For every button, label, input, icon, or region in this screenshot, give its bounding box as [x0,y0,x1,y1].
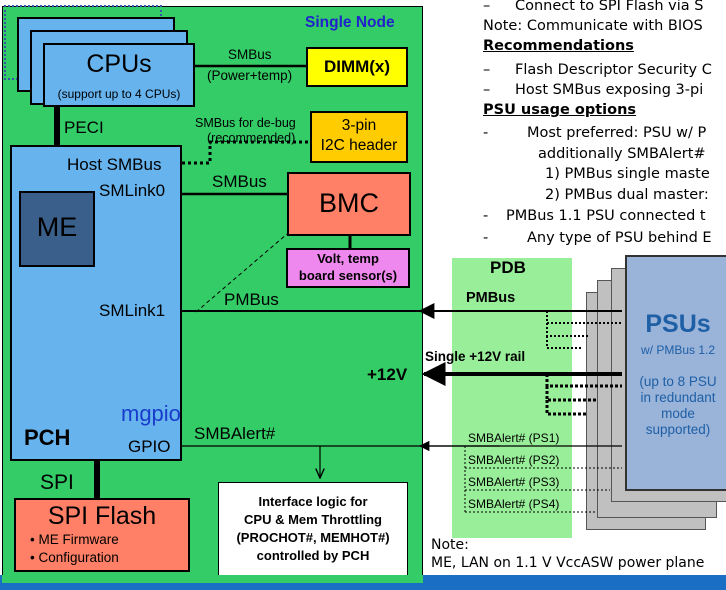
notes-bottom-2: ME, LAN on 1.1 V VccASW power plane [431,555,705,571]
cpus-box [43,43,195,107]
notes-psu-1: Most preferred: PSU w/ P [527,125,707,141]
notes-rec-1: Flash Descriptor Security C [515,62,712,78]
notes-dash-2: – [483,62,491,78]
notes-psu-1b: additionally SMBAlert# [538,146,706,162]
spi-flash-box [14,498,190,572]
pdb-alert-4: SMBAlert# (PS4) [468,497,560,511]
me-box [19,191,95,267]
pmbus-line-label: PMBus [224,290,279,309]
i2c-label-2: I2C header [320,137,398,154]
smbalert-line-label: SMBAlert# [194,424,276,443]
smbus-power-sublabel: (Power+temp) [207,68,293,83]
dimm-label: DIMM(x) [323,57,391,76]
notes-psu-2: PMBus 1.1 PSU connected t [506,208,706,224]
interface-line-1: Interface logic for [258,494,368,509]
rail-branch-2 [545,386,596,402]
notes-psu-1d: 2) PMBus dual master: [545,187,709,203]
smlink0-label: SMLink0 [99,181,166,200]
psu-front-box [625,255,726,491]
rail-branch-3 [545,400,586,416]
pmbus-branch-2 [546,323,590,337]
peci-label: PECI [64,118,104,137]
notes-bottom-1: Note: [431,537,469,553]
gpio-label: GPIO [128,437,171,456]
notes-heading-psu: PSU usage options [483,102,637,118]
psu-detail-2: in redundant [640,390,716,405]
pdb-title: PDB [490,258,526,277]
single-node-panel-bottom [2,575,423,583]
sensor-label-1: Volt, temp [317,251,379,266]
interface-line-2: CPU & Mem Throttling [244,512,382,527]
psu-detail-3: mode [661,406,695,421]
pmbus-branch-1 [546,311,622,324]
psu-detail-1: (up to 8 PSU [639,374,717,389]
notes-dash-5: - [483,208,489,224]
notes-rec-2: Host SMBus exposing 3-pi [515,82,704,98]
notes-dash-6: - [483,230,489,246]
dimm-box [306,47,408,87]
notes-line-2: Note: Communicate with BIOS [483,18,703,34]
spi-flash-item-2-text: Configuration [38,550,119,565]
single-node-title: Single Node [305,14,395,31]
smlink1-bmc-dashed [195,233,288,313]
notes-dash-3: – [483,82,491,98]
psu-title-text: PSUs [645,310,711,338]
i2c-header-box [310,111,408,163]
me-label: ME [36,212,78,242]
interface-line-4: controlled by PCH [256,548,370,563]
i2c-label-1: 3-pin [341,117,377,134]
psu-title: PSUs [628,310,726,339]
sensor-box [286,248,410,288]
host-smbus-label: Host SMBus [67,155,162,174]
pmbus-branch-3 [546,336,582,349]
spi-label: SPI [40,471,74,494]
spi-flash-item-1-text: ME Firmware [38,532,119,547]
psu-sub: w/ PMBus 1.2 [640,343,716,357]
pdb-alert-1: SMBAlert# (PS1) [468,431,560,445]
spi-flash-item-1: • ME Firmware [30,532,119,547]
host-smbus-debug-line [182,140,310,165]
psu-detail-4: supported) [645,422,711,437]
smbus-bmc-label: SMBus [212,172,267,191]
notes-heading-recommendations: Recommendations [483,38,634,54]
notes-line-1: Connect to SPI Flash via S [515,0,704,14]
sensor-label-2: board sensor(s) [298,268,398,283]
smlink1-label: SMLink1 [99,301,166,320]
pdb-alert-2: SMBAlert# (PS2) [468,453,560,467]
cpus-sublabel: (support up to 4 CPUs) [57,87,181,101]
pdb-pmbus-label: PMBus [466,290,516,306]
interface-line-3: (PROCHOT#, MEMHOT#) [236,530,390,545]
pdb-alert-3: SMBAlert# (PS3) [468,475,560,489]
pch-label: PCH [24,425,71,450]
mgpio-label: mgpio [121,401,181,426]
notes-psu-3: Any type of PSU behind E [527,230,712,246]
bmc-box [287,172,411,236]
pdb-12v-label: +12V [367,365,408,384]
spi-flash-title: SPI Flash [47,502,157,530]
pdb-panel [452,258,572,538]
spi-flash-item-2: • Configuration [30,550,119,565]
notes-psu-1c: 1) PMBus single maste [545,166,710,182]
smbus-power-label: SMBus [228,47,272,62]
bmc-label: BMC [319,188,379,218]
pdb-rail-label: Single +12V rail [425,349,526,364]
smbus-debug-label-1: SMBus for de-bug [195,116,296,130]
notes-dash-4: - [483,125,489,141]
cpus-label: CPUs [86,50,152,78]
notes-dash-1: – [483,0,491,14]
